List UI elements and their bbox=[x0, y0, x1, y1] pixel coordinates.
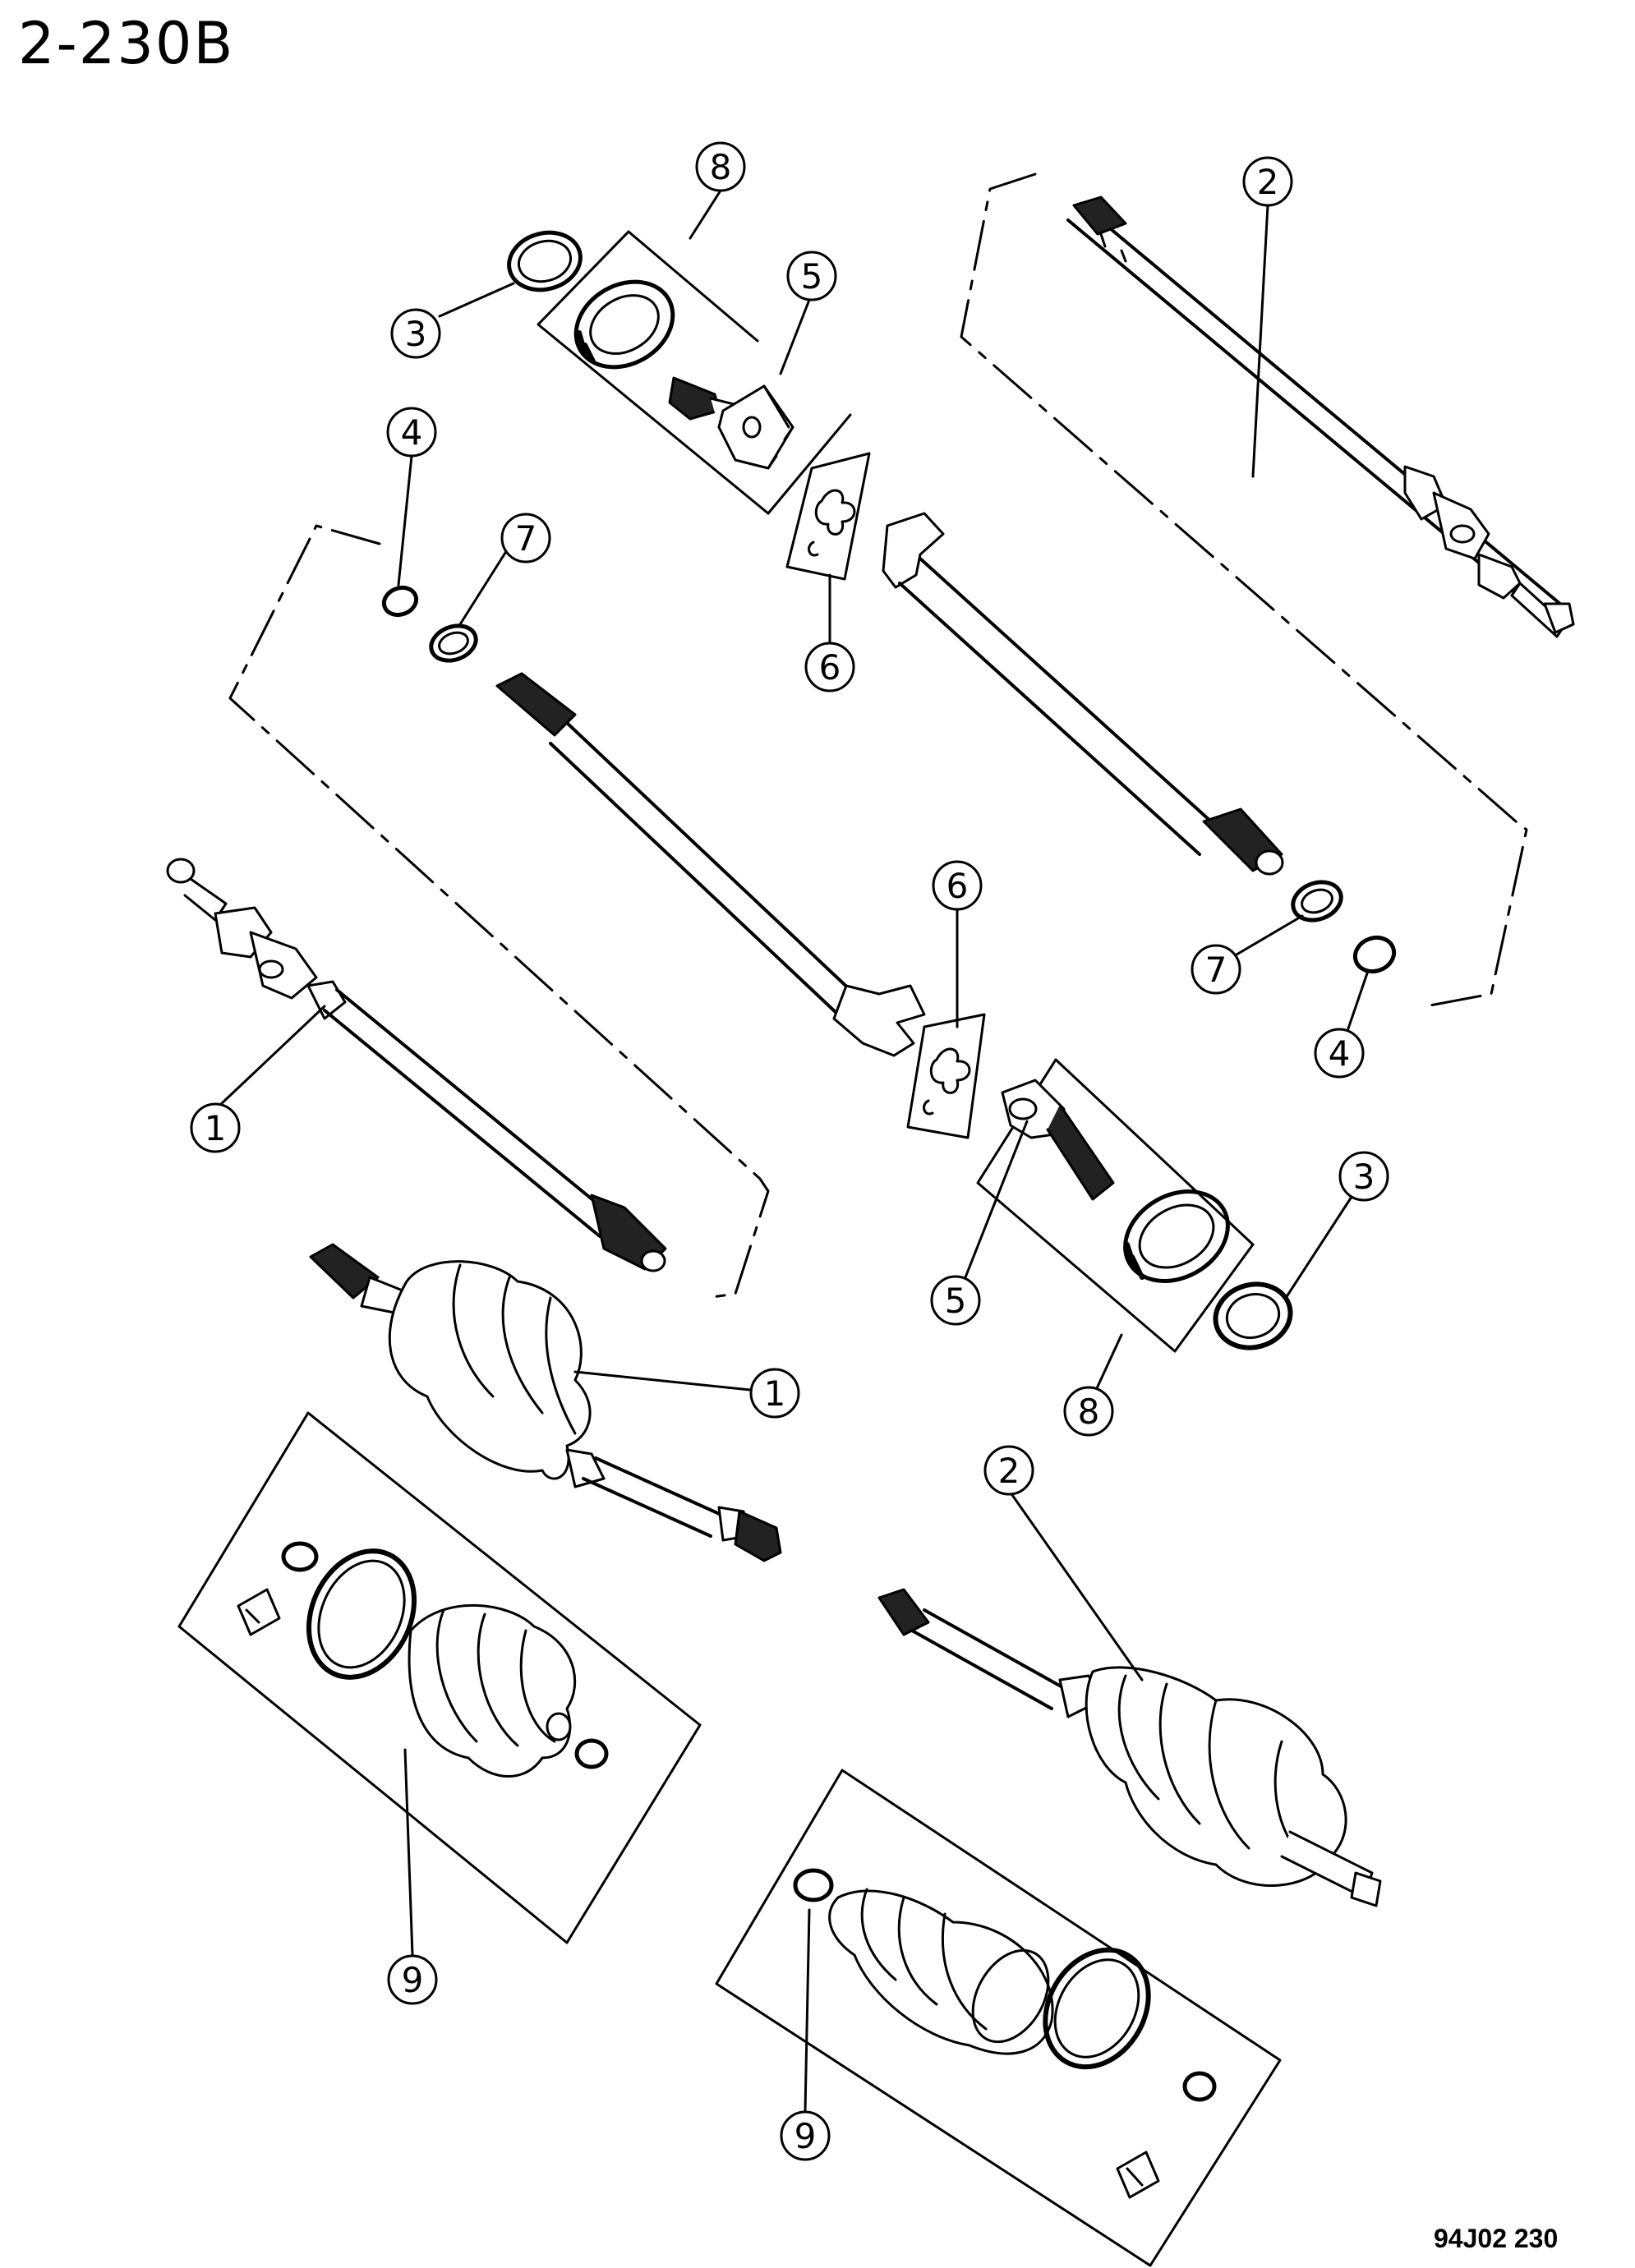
kit-box-top-8 bbox=[537, 230, 852, 515]
upper-shaft-2 bbox=[1066, 196, 1575, 638]
callout-4-top: 4 bbox=[386, 407, 437, 458]
boot-kit-box-9-right bbox=[715, 1769, 1282, 2267]
callout-8-top: 8 bbox=[695, 141, 746, 192]
callout-9-left: 9 bbox=[387, 1954, 438, 2005]
right-slender-shaft bbox=[882, 512, 1284, 876]
callout-2-top: 2 bbox=[1242, 156, 1293, 207]
callout-6-mid: 6 bbox=[932, 860, 983, 911]
callout-2-cv: 2 bbox=[983, 1445, 1034, 1496]
svg-text:1: 1 bbox=[764, 1373, 786, 1414]
svg-text:1: 1 bbox=[205, 1108, 227, 1148]
cv-axle-1 bbox=[309, 1243, 782, 1562]
page-title: 2-230B bbox=[18, 10, 235, 77]
svg-text:4: 4 bbox=[401, 412, 423, 453]
seal-ring-mid-3 bbox=[1213, 1281, 1293, 1350]
svg-text:6: 6 bbox=[819, 647, 841, 688]
svg-text:3: 3 bbox=[1353, 1157, 1375, 1197]
snap-ring-right-4 bbox=[1352, 935, 1397, 974]
kit-card-top-6 bbox=[785, 452, 871, 581]
washer-right-7 bbox=[1291, 880, 1343, 922]
callout-8-mid: 8 bbox=[1063, 1386, 1114, 1437]
dashed-outline-shaft-1 bbox=[228, 524, 770, 1300]
svg-text:4: 4 bbox=[1329, 1033, 1351, 1074]
callout-7-top: 7 bbox=[500, 513, 551, 564]
callout-5-top: 5 bbox=[786, 251, 837, 301]
callouts: 8 3 5 2 4 7 6 6 1 7 4 3 5 8 1 2 9 9 bbox=[190, 141, 1389, 2161]
callout-1-cv: 1 bbox=[749, 1368, 800, 1419]
svg-text:8: 8 bbox=[1078, 1392, 1100, 1432]
svg-text:7: 7 bbox=[1205, 950, 1227, 990]
svg-text:7: 7 bbox=[515, 518, 537, 559]
callout-3-mid: 3 bbox=[1338, 1151, 1389, 1202]
svg-text:8: 8 bbox=[710, 147, 732, 187]
callout-3-top: 3 bbox=[390, 308, 441, 359]
callout-9-right: 9 bbox=[780, 2110, 831, 2161]
leader-lines bbox=[219, 189, 1370, 2113]
yoke-top-5 bbox=[668, 376, 794, 470]
upper-shaft-1 bbox=[166, 858, 667, 1272]
svg-text:3: 3 bbox=[405, 314, 427, 354]
cv-axle-2 bbox=[877, 1588, 1382, 1907]
dashed-outline-shaft-2 bbox=[960, 173, 1528, 1008]
callout-5-mid: 5 bbox=[930, 1275, 981, 1326]
callout-6-top: 6 bbox=[804, 642, 855, 692]
svg-text:5: 5 bbox=[945, 1281, 967, 1321]
svg-text:6: 6 bbox=[946, 866, 969, 906]
snap-ring-top-4 bbox=[381, 585, 419, 618]
boot-kit-box-9-left bbox=[177, 1411, 702, 1944]
kit-box-mid-8 bbox=[976, 1058, 1255, 1353]
seal-ring-top-3 bbox=[507, 230, 583, 292]
washer-top-7 bbox=[429, 623, 478, 663]
callout-1-upper: 1 bbox=[190, 1102, 241, 1153]
svg-text:5: 5 bbox=[801, 256, 823, 297]
callout-4-right: 4 bbox=[1314, 1028, 1365, 1079]
svg-text:2: 2 bbox=[1257, 162, 1279, 202]
figure-code: 94J02 230 bbox=[1434, 2224, 1559, 2253]
svg-text:2: 2 bbox=[998, 1451, 1020, 1491]
svg-text:9: 9 bbox=[402, 1960, 424, 2000]
svg-text:9: 9 bbox=[794, 2116, 817, 2156]
callout-7-right: 7 bbox=[1191, 944, 1241, 995]
kit-card-mid-6 bbox=[906, 1013, 986, 1139]
center-shaft bbox=[495, 672, 926, 1057]
